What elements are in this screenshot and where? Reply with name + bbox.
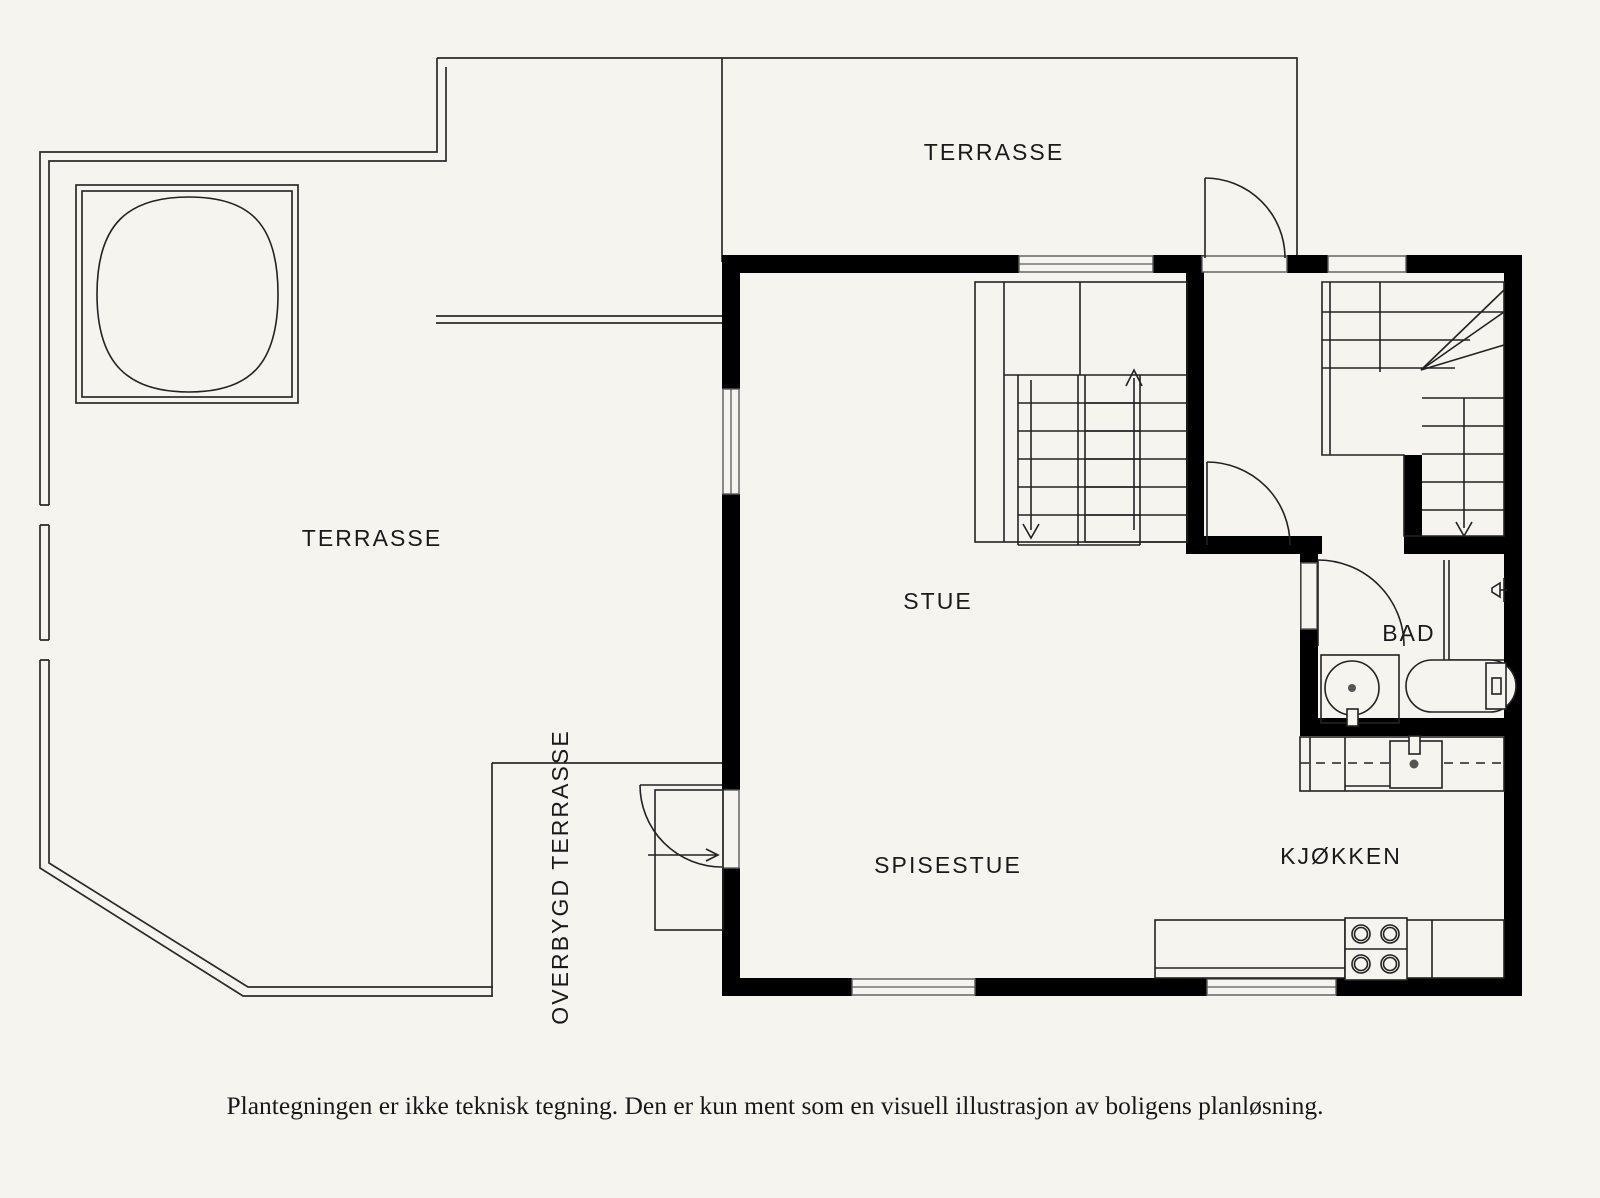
hot-tub [75, 184, 299, 404]
room-label-stue: STUE [903, 588, 973, 614]
windows [722, 255, 1407, 996]
covered-terrace-outline [491, 762, 722, 996]
upper-terrace-outline [437, 57, 1298, 262]
room-label-overbygd-terrasse: OVERBYGD TERRASSE [547, 729, 573, 1025]
terrace-beam [436, 315, 722, 324]
stove-cooktop [1344, 917, 1408, 981]
door-entry-top [1204, 177, 1286, 259]
room-label-terrasse-left: TERRASSE [302, 525, 443, 551]
room-label-kjokken: KJØKKEN [1280, 843, 1402, 869]
floor-drain [1320, 654, 1400, 727]
house-walls [722, 255, 1522, 996]
toilet [1405, 659, 1517, 713]
winder-staircase [1321, 281, 1505, 538]
room-label-bad: BAD [1382, 620, 1436, 646]
door-bathroom [1317, 559, 1405, 647]
room-label-terrasse-top: TERRASSE [924, 139, 1065, 165]
room-label-spisestue: SPISESTUE [874, 852, 1022, 878]
sliding-door-terrace [639, 784, 724, 931]
terrace-railing-outline [39, 58, 493, 997]
staircase-up [1079, 282, 1187, 543]
kitchen-sink [1389, 735, 1443, 789]
kitchen-counter-lower [1154, 919, 1505, 979]
door-to-hallway [1206, 461, 1291, 546]
plan-disclaimer-caption: Plantegningen er ikke teknisk tegning. D… [226, 1091, 1323, 1120]
staircase-down [974, 281, 1188, 546]
